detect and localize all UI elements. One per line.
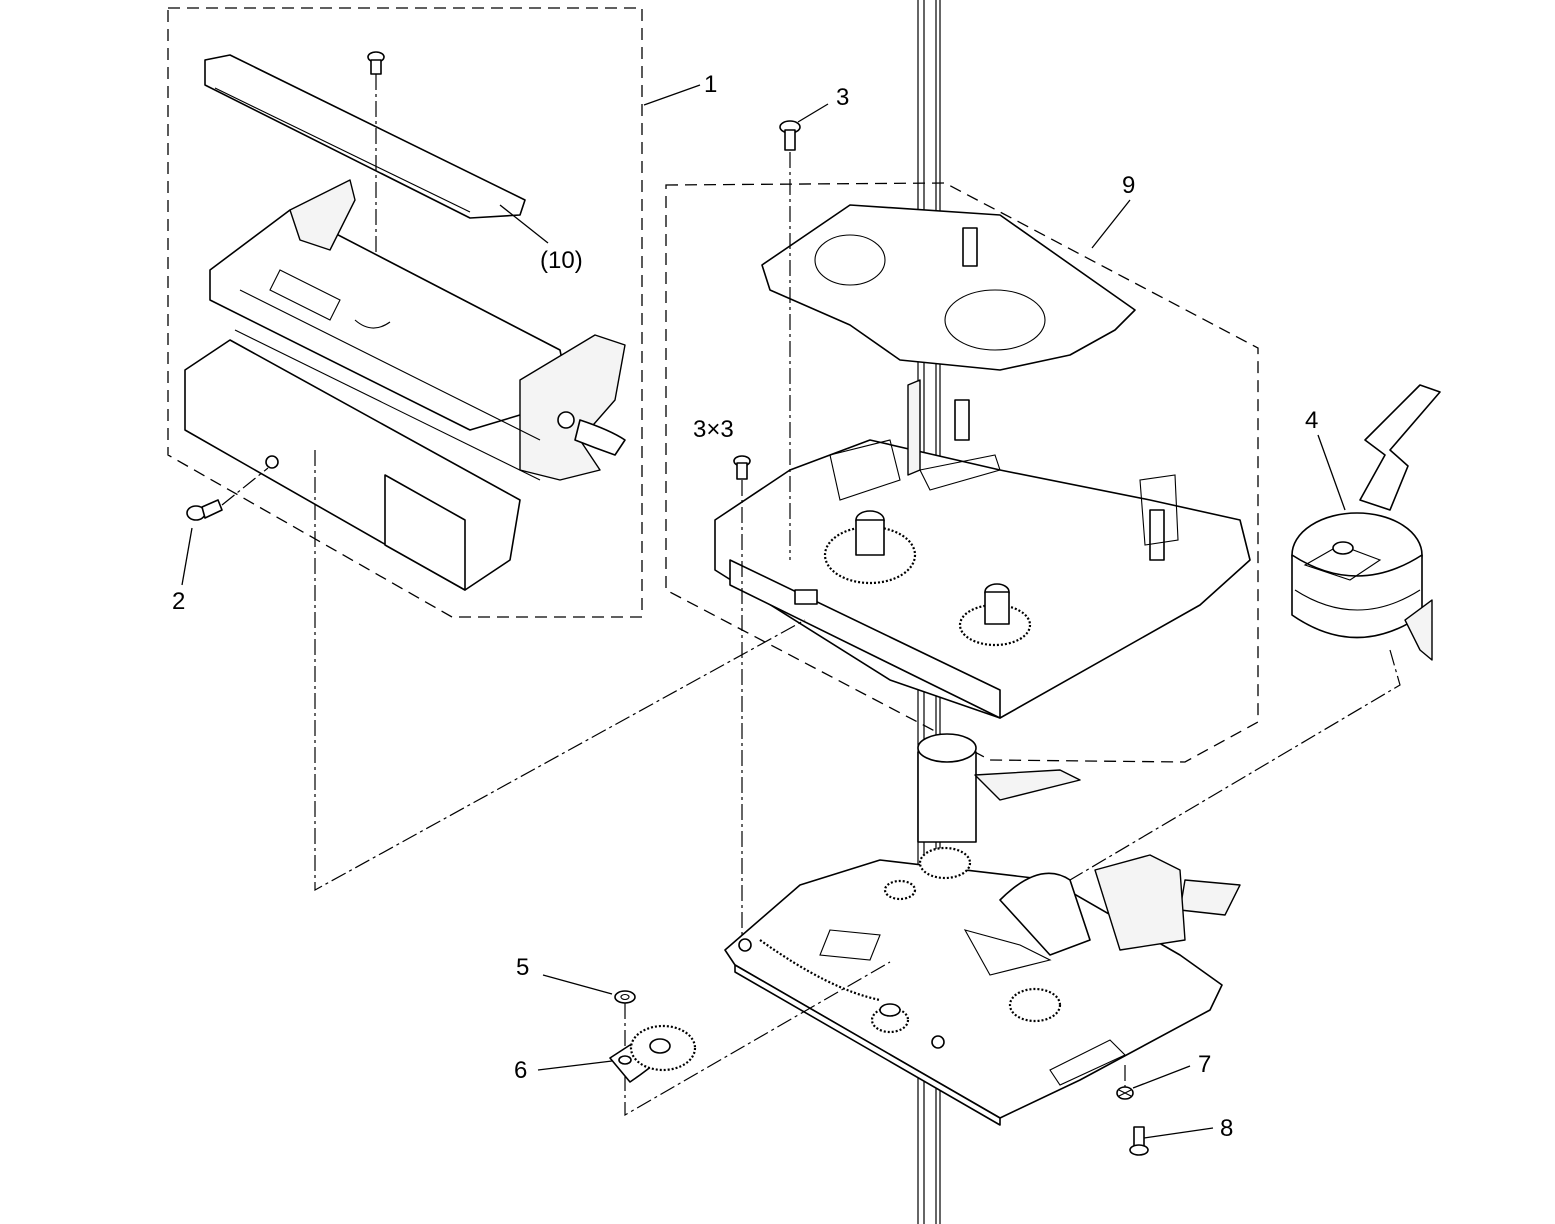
part-10-top-plate [204, 54, 526, 219]
label-part-7: 7 [1198, 1051, 1211, 1078]
label-part-5: 5 [516, 954, 529, 981]
main-deck-base [724, 733, 1241, 1126]
label-part-9: 9 [1122, 172, 1135, 199]
connection-lines [314, 450, 1401, 1117]
label-part-3x3: 3×3 [693, 416, 734, 443]
label-part-8: 8 [1220, 1115, 1233, 1142]
drum-flex-cable [1359, 384, 1441, 511]
label-part-2: 2 [172, 588, 185, 615]
assembly-9-boundary [665, 182, 1259, 763]
plate-screw [367, 51, 385, 75]
part-4-drum-assembly [1291, 384, 1441, 661]
part-5-washer [614, 990, 636, 1004]
cassette-housing-assembly [167, 7, 643, 618]
mechanism-chassis-assembly [665, 182, 1259, 763]
label-part-3: 3 [836, 84, 849, 111]
label-part-1: 1 [704, 71, 717, 98]
label-part-10: (10) [540, 247, 583, 274]
part-6-gear-lever [609, 1024, 697, 1083]
label-part-6: 6 [514, 1057, 527, 1084]
chassis-top-plate [761, 204, 1136, 371]
chassis-rear-post [907, 379, 921, 476]
capstan-motor [917, 751, 977, 843]
takeup-reel-gear [958, 603, 1032, 647]
assembly-1-boundary [167, 7, 643, 618]
housing-front-panel [384, 474, 466, 591]
part-2-screw [186, 499, 223, 521]
housing-side-arm [289, 179, 356, 251]
part-8-pin [1129, 1126, 1149, 1156]
deck-main-gear [918, 846, 972, 880]
label-part-4: 4 [1305, 407, 1318, 434]
part-3x3-screw [733, 455, 751, 480]
chassis-main-body [714, 439, 1251, 719]
part-3-screw [779, 120, 801, 151]
part-7-screw [1116, 1086, 1134, 1100]
